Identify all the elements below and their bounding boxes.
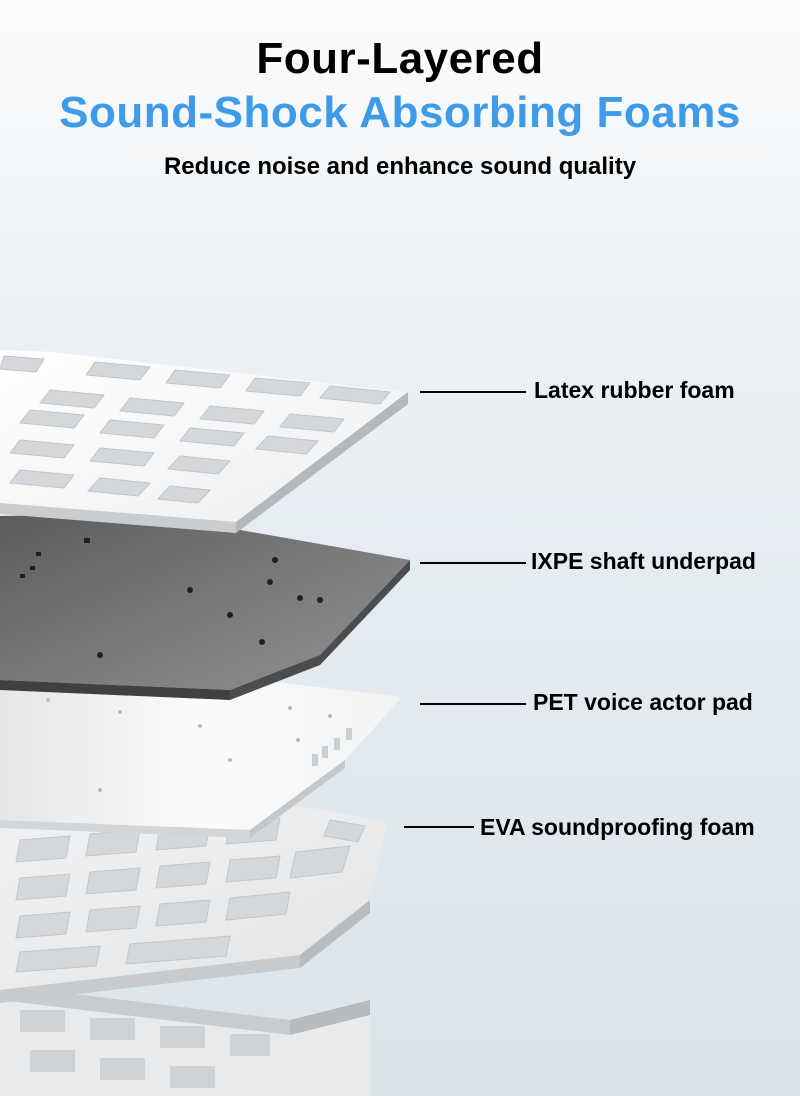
subtitle: Reduce noise and enhance sound quality [163, 153, 637, 180]
leader-line-latex [420, 391, 526, 393]
ixpe-underpad-layer [0, 514, 410, 700]
label-latex-rubber-foam: Latex rubber foam [534, 377, 735, 403]
headline-primary: Four-Layered [256, 34, 544, 83]
label-eva-soundproofing-foam: EVA soundproofing foam [480, 814, 755, 840]
latex-foam-layer [0, 350, 408, 533]
label-pet-voice-actor-pad: PET voice actor pad [533, 689, 753, 715]
leader-line-pet [420, 703, 526, 705]
base-frame-stack [0, 985, 370, 1096]
leader-line-ixpe [420, 562, 526, 564]
headline-accent: Sound-Shock Absorbing Foams [59, 88, 741, 137]
pet-pad-layer [0, 680, 402, 838]
label-ixpe-shaft-underpad: IXPE shaft underpad [531, 548, 756, 574]
leader-line-eva [404, 826, 474, 828]
